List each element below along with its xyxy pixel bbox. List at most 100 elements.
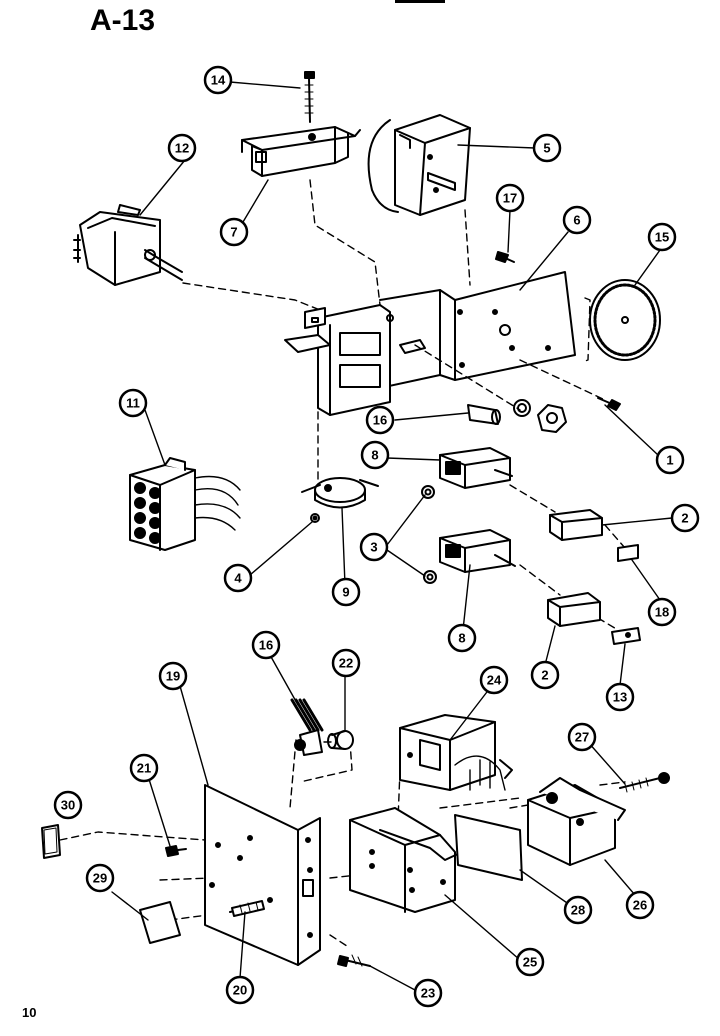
part-26-latch-switch [527, 777, 626, 866]
part-16-shaft [467, 399, 567, 433]
part-20-pin [229, 900, 265, 917]
callout-1: 1 [666, 453, 673, 468]
callout-21: 21 [137, 761, 151, 776]
part-12-selector-switch [73, 204, 183, 286]
callout-16: 16 [259, 638, 273, 653]
part-3-washers [421, 485, 437, 584]
top-rule [395, 0, 445, 3]
callout-4-circle [223, 563, 253, 593]
part-25-bracket [349, 807, 463, 913]
callout-23-circle [413, 978, 443, 1008]
callout-27-circle [567, 722, 597, 752]
callout-7-circle [219, 217, 249, 247]
callout-22: 22 [339, 656, 353, 671]
callout-28: 28 [571, 903, 585, 918]
callout-14-circle [203, 65, 233, 95]
callout-29: 29 [93, 871, 107, 886]
callout-25: 25 [523, 955, 537, 970]
callout-20: 20 [233, 983, 247, 998]
callout-29-circle [85, 863, 115, 893]
callout-24: 24 [487, 673, 502, 688]
callout-2: 2 [681, 511, 688, 526]
part-8-switch-upper [439, 447, 513, 489]
callout-8: 8 [458, 631, 465, 646]
part-29-plate [139, 901, 181, 944]
callout-16-circle [365, 405, 395, 435]
part-30-plate [41, 824, 61, 859]
callout-7: 7 [230, 225, 237, 240]
callout-11: 11 [126, 396, 140, 411]
part-17-screw [495, 251, 515, 263]
callout-16-circle [251, 630, 281, 660]
callout-16: 16 [373, 413, 387, 428]
part-7-switch [241, 126, 361, 177]
part-24-solenoid [399, 714, 513, 791]
callout-8-circle [447, 623, 477, 653]
callout-9-circle [331, 577, 361, 607]
callout-21-circle [129, 753, 159, 783]
part-27-screw [619, 772, 670, 793]
callout-30-circle [53, 790, 83, 820]
callout-23: 23 [421, 986, 435, 1001]
callout-14: 14 [211, 73, 226, 88]
callout-2-circle [530, 660, 560, 690]
callout-25-circle [515, 947, 545, 977]
callout-17-circle [495, 183, 525, 213]
callout-24-circle [479, 665, 509, 695]
callout-13: 13 [613, 690, 627, 705]
callout-20-circle [225, 975, 255, 1005]
page-title: A-13 [90, 4, 156, 37]
callout-27: 27 [575, 730, 589, 745]
callout-19-circle [158, 661, 188, 691]
callout-4: 4 [234, 571, 242, 586]
callout-17: 17 [503, 191, 517, 206]
callout-5-circle [532, 133, 562, 163]
callout-3-circle [359, 532, 389, 562]
part-13-plate [611, 627, 641, 645]
part-2-cap-upper [549, 509, 603, 541]
callout-1-circle [655, 445, 685, 475]
part-22-bushing [327, 730, 354, 750]
part-4-screw [310, 513, 320, 523]
callout-6-circle [562, 205, 592, 235]
page-number: 10 [22, 1005, 37, 1020]
part-19-spring [290, 698, 324, 756]
callout-8: 8 [371, 448, 378, 463]
callout-numbers: 14 5 12 7 17 6 15 11 16 1 8 2 3 4 9 18 8… [61, 73, 689, 1001]
callout-28-circle [563, 895, 593, 925]
callout-3: 3 [370, 540, 377, 555]
callout-18-circle [647, 597, 677, 627]
leader-lines [111, 81, 673, 991]
callout-9: 9 [342, 585, 349, 600]
callout-18: 18 [655, 605, 669, 620]
callout-26: 26 [633, 898, 647, 913]
part-1-screw [597, 397, 621, 411]
part-2-cap-lower [547, 592, 601, 627]
part-23-screw [337, 954, 371, 967]
callout-30: 30 [61, 798, 75, 813]
part-18-plate [617, 544, 639, 562]
callout-2: 2 [541, 668, 548, 683]
part-15-dial [589, 279, 661, 361]
callout-22-circle [331, 648, 361, 678]
callout-26-circle [625, 890, 655, 920]
part-11-relay [129, 457, 241, 551]
callout-12: 12 [175, 141, 189, 156]
part-5-timer-motor [367, 114, 471, 216]
callout-11-circle [118, 388, 148, 418]
part-6-main-bracket [284, 271, 576, 416]
part-9-thermostat [301, 477, 379, 509]
callout-8-circle [360, 440, 390, 470]
part-14-screw [304, 71, 315, 123]
callout-15-circle [647, 222, 677, 252]
assembly-dashed-lines [59, 179, 626, 949]
part-28-plate [454, 814, 523, 881]
callout-6: 6 [573, 213, 580, 228]
part-18-panel [204, 784, 321, 966]
callout-circles [53, 65, 700, 1008]
part-21-screw [165, 845, 187, 857]
callout-15: 15 [655, 230, 669, 245]
callout-13-circle [605, 682, 635, 712]
callout-12-circle [167, 133, 197, 163]
